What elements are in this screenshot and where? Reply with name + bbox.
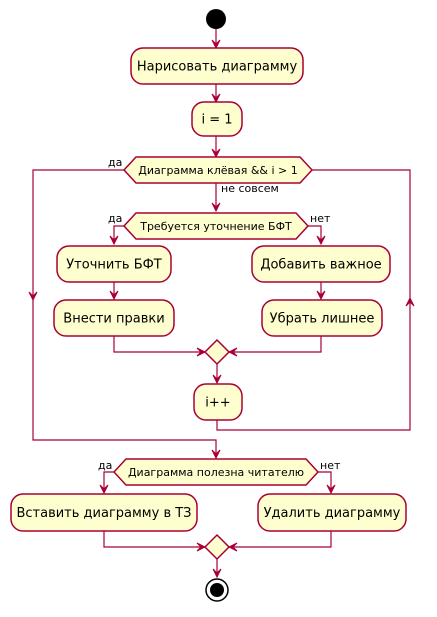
arrowhead (212, 568, 222, 579)
activity-label: Убрать лишнее (270, 312, 375, 327)
arrowhead (28, 291, 38, 302)
activity-label: i++ (205, 396, 230, 411)
arrowhead (99, 484, 109, 495)
edge-label-useful-no: нет (320, 459, 341, 472)
end-node (205, 578, 229, 602)
edge-label-clarify-yes: да (108, 212, 122, 225)
arrowhead (212, 374, 222, 385)
activity-init-i: i = 1 (191, 101, 243, 137)
edges (32, 29, 411, 577)
decision-label: Диаграмма клёвая && i > 1 (138, 164, 298, 177)
activity-label: i = 1 (201, 113, 232, 128)
edge-label-useful-yes: да (98, 459, 112, 472)
activity-label: Внести правки (63, 312, 164, 327)
activity-label: Удалить диаграмму (264, 506, 401, 521)
decision-label: Требуется уточнение БФТ (139, 220, 292, 233)
activity-label: Вставить диаграмму в ТЗ (16, 506, 191, 521)
arrowhead (196, 347, 207, 357)
arrowhead (109, 235, 119, 246)
arrowhead (211, 148, 221, 159)
edge-useful-delete (318, 471, 332, 493)
activity-add-important: Добавить важное (251, 245, 391, 283)
decision-label: Диаграмма полезна читателю (128, 466, 304, 479)
edge-insert-merge (103, 531, 205, 548)
edge-inner-clarify (113, 225, 124, 244)
arrowhead (316, 290, 326, 301)
activity-make-edits: Внести правки (53, 299, 175, 337)
activity-label: Добавить важное (260, 258, 381, 273)
decision-loop-condition: Диаграмма клёвая && i > 1 (122, 156, 314, 184)
arrowhead (211, 449, 221, 460)
arrowhead (211, 39, 221, 50)
edge-remove-merge (229, 336, 322, 353)
edge-edits-merge (113, 336, 205, 353)
edge-label-clarify-no: нет (310, 212, 331, 225)
merge-node (203, 338, 231, 366)
activity-label: Нарисовать диаграмму (137, 60, 298, 75)
arrowhead (211, 93, 221, 104)
edge-useful-insert (103, 471, 114, 493)
edge-loop-exit (32, 169, 217, 458)
activity-draw-diagram: Нарисовать диаграмму (130, 47, 304, 85)
arrowhead (196, 542, 207, 552)
activity-increment-i: i++ (193, 383, 243, 421)
arrowhead (316, 235, 326, 246)
decision-useful-to-reader: Диаграмма полезна читателю (112, 458, 320, 486)
decision-needs-clarification: Требуется уточнение БФТ (122, 212, 310, 240)
activity-insert-diagram: Вставить диаграмму в ТЗ (10, 493, 198, 532)
arrowhead (326, 484, 336, 495)
arrowhead (227, 347, 238, 357)
edge-inner-add (307, 225, 322, 244)
edge-label-loop-no: не совсем (221, 182, 279, 195)
activity-clarify-bft: Уточнить БФТ (56, 245, 172, 283)
edge-loop-back (216, 169, 411, 431)
merge-node-final (203, 533, 231, 561)
arrowhead (109, 290, 119, 301)
arrowhead (211, 202, 221, 213)
edge-delete-merge (229, 531, 332, 548)
arrowhead (405, 296, 415, 307)
arrowhead (227, 542, 238, 552)
activity-remove-extra: Убрать лишнее (261, 299, 383, 337)
edge-labels: да не совсем да нет да нет (98, 156, 341, 472)
activity-label: Уточнить БФТ (66, 258, 162, 273)
edge-label-loop-yes: да (108, 156, 122, 169)
arrowheads (28, 39, 415, 579)
start-node (206, 9, 226, 29)
activity-delete-diagram: Удалить диаграмму (257, 493, 407, 532)
